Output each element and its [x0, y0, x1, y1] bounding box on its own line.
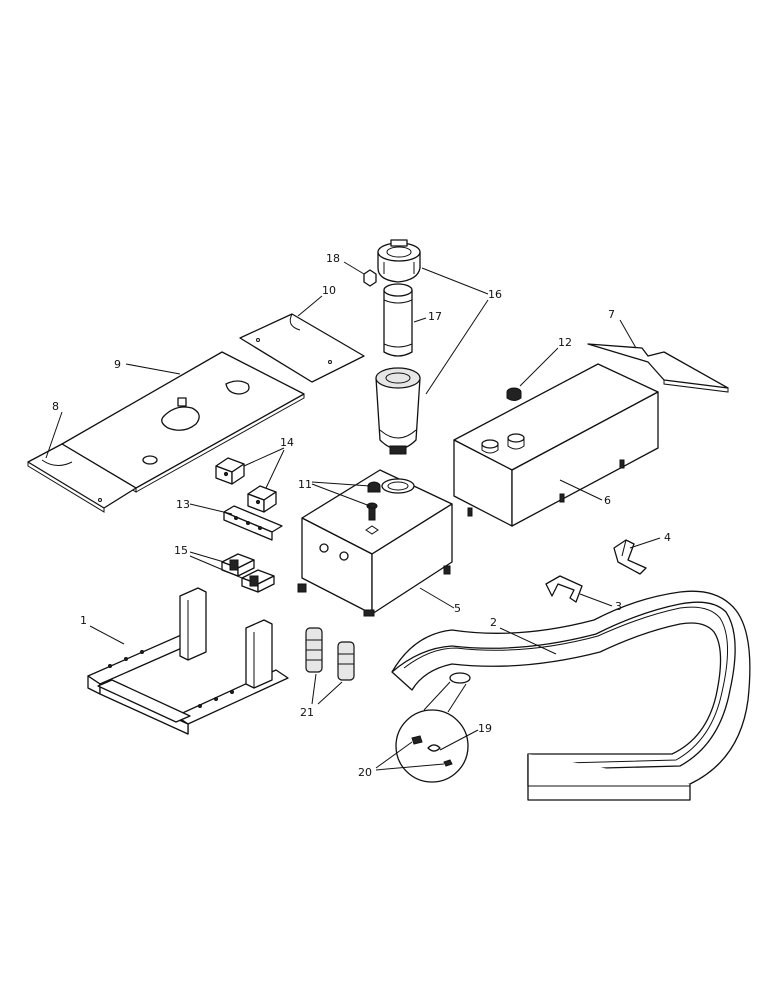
- part-15-coupling-b: [241, 569, 275, 593]
- callout-14: 14: [280, 436, 294, 449]
- callout-17: 17: [428, 310, 442, 323]
- callout-labels: 1 2 3 4 5 6 7 8 9 10 11 12 13 14 15 16 1…: [52, 252, 671, 779]
- callout-5: 5: [454, 602, 461, 615]
- part-7-bracket-plate: [587, 343, 729, 393]
- callout-2: 2: [490, 616, 497, 629]
- part-12-tank-cap: [506, 387, 522, 401]
- part-16-filter-cap: [377, 239, 421, 283]
- callout-3: 3: [615, 600, 622, 613]
- part-18-nut: [363, 269, 377, 287]
- part-13-clamp-bar: [223, 505, 283, 541]
- callout-16: 16: [488, 288, 502, 301]
- callout-10: 10: [322, 284, 336, 297]
- part-5-hydraulic-tank: [297, 469, 453, 617]
- part-16-filter-bowl: [375, 367, 421, 455]
- part-6-main-tank: [453, 363, 659, 527]
- callout-9: 9: [114, 358, 121, 371]
- callout-6: 6: [604, 494, 611, 507]
- part-2-cable-chain: [391, 590, 751, 801]
- part-21-cartridge-a: [305, 627, 323, 673]
- detail-circle: [395, 681, 469, 783]
- callout-11: 11: [298, 478, 312, 491]
- callout-1: 1: [80, 614, 87, 627]
- callout-4: 4: [664, 531, 671, 544]
- part-17-filter-tube: [383, 283, 413, 357]
- callout-8: 8: [52, 400, 59, 413]
- callout-12: 12: [558, 336, 572, 349]
- leader-lines: [45, 261, 661, 771]
- part-8-side-plate: [27, 443, 137, 513]
- part-14-clamp-block-b: [247, 485, 277, 513]
- callout-15: 15: [174, 544, 188, 557]
- callout-19: 19: [478, 722, 492, 735]
- part-3-u-bracket: [545, 575, 583, 603]
- part-10-cover-plate: [239, 313, 365, 383]
- callout-13: 13: [176, 498, 190, 511]
- part-14-clamp-block-a: [215, 457, 245, 485]
- callout-18: 18: [326, 252, 340, 265]
- callout-21: 21: [300, 706, 314, 719]
- part-15-coupling-a: [221, 553, 255, 577]
- part-11-breather: [365, 481, 381, 535]
- part-21-cartridge-b: [337, 641, 355, 681]
- callout-7: 7: [608, 308, 615, 321]
- part-1-base-frame: [87, 587, 289, 735]
- callout-20: 20: [358, 766, 372, 779]
- part-4-u-clip: [613, 539, 647, 575]
